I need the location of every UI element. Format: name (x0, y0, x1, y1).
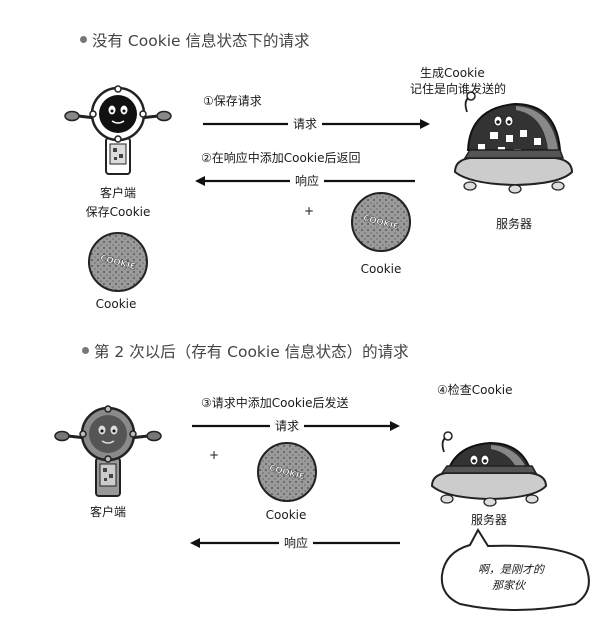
bubble-text-line1: 啊，是刚才的 (478, 563, 544, 576)
request-label-1: 请求 (287, 117, 323, 131)
step1-label: ①保存请求 (203, 94, 262, 108)
plus-sign-2: + (209, 448, 220, 462)
response-label-1: 响应 (289, 174, 325, 188)
response-label-2: 响应 (278, 536, 314, 550)
speech-bubble (440, 528, 590, 611)
server-2 (430, 431, 548, 507)
step3-label: ③请求中添加Cookie后发送 (201, 396, 349, 410)
section1-title: 没有 Cookie 信息状态下的请求 (80, 32, 309, 50)
server-label-2: 服务器 (470, 513, 508, 527)
client-sub-label: 保存Cookie (85, 205, 151, 219)
bullet-dot (82, 347, 89, 354)
request-label-2: 请求 (269, 419, 305, 433)
client-robot-1 (64, 85, 172, 175)
client-label-1: 客户端 (99, 186, 137, 200)
cookie-2: COOKIE (257, 442, 317, 502)
client-robot-2 (54, 405, 162, 497)
cookie-mid-1: COOKIE (351, 192, 411, 252)
client-label-2: 客户端 (89, 505, 127, 519)
section2-title-text: 第 2 次以后（存有 Cookie 信息状态）的请求 (94, 343, 409, 361)
server-1 (453, 91, 574, 194)
server-note-line1: 生成Cookie (420, 66, 485, 80)
step2-label: ②在响应中添加Cookie后返回 (201, 151, 361, 165)
plus-sign-1: + (304, 204, 315, 218)
cookie-caption-2: Cookie (265, 508, 307, 522)
section2-title: 第 2 次以后（存有 Cookie 信息状态）的请求 (82, 343, 409, 361)
step4-label: ④检查Cookie (437, 383, 513, 397)
server-note-line2: 记住是向谁发送的 (410, 82, 507, 96)
server-label-1: 服务器 (495, 217, 533, 231)
bubble-text-line2: 那家伙 (492, 579, 525, 592)
section1-title-text: 没有 Cookie 信息状态下的请求 (92, 32, 310, 50)
cookie-left-1: COOKIE (88, 232, 148, 292)
cookie-caption-left: Cookie (95, 297, 137, 311)
cookie-caption-mid: Cookie (360, 262, 402, 276)
bullet-dot (80, 36, 87, 43)
